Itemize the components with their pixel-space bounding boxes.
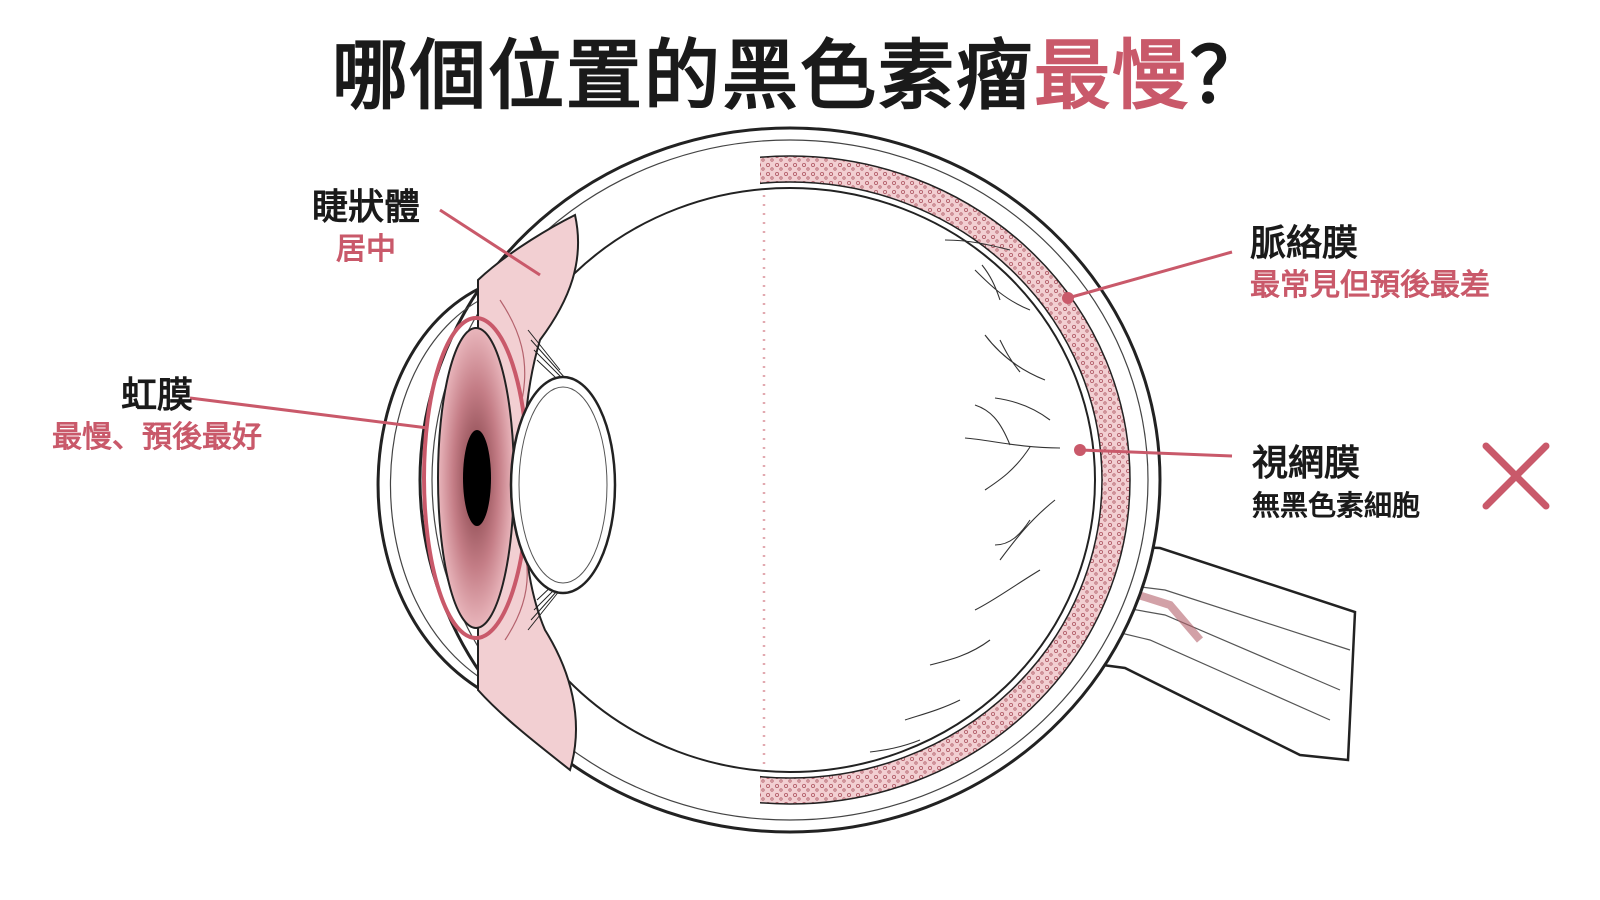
choroid-name: 脈絡膜 — [1250, 223, 1359, 264]
title-suffix: ？ — [1190, 31, 1268, 120]
iris-name: 虹膜 — [120, 375, 193, 416]
cross-mark-icon — [1482, 442, 1550, 510]
retinal-vessels — [869, 239, 1061, 753]
label-ciliary-body: 睫狀體 居中 — [296, 186, 436, 270]
title-main: 哪個位置的黑色素瘤 — [332, 31, 1034, 120]
ciliary-name: 睫狀體 — [311, 187, 420, 228]
choroid-note: 最常見但預後最差 — [1250, 268, 1490, 303]
lens — [509, 375, 617, 595]
label-choroid: 脈絡膜 最常見但預後最差 — [1250, 222, 1490, 306]
iris-note: 最慢、預後最好 — [52, 420, 262, 455]
retina-name: 視網膜 — [1252, 443, 1361, 484]
leader-lines — [189, 208, 1233, 458]
label-retina: 視網膜 無黑色素細胞 — [1252, 442, 1420, 526]
cornea — [376, 278, 501, 702]
retina-note: 無黑色素細胞 — [1252, 489, 1421, 522]
title-highlight: 最慢 — [1034, 31, 1190, 120]
ciliary-note: 居中 — [336, 232, 396, 267]
label-iris: 虹膜 最慢、預後最好 — [24, 374, 290, 458]
iris — [437, 327, 515, 629]
page-title: 哪個位置的黑色素瘤最慢？ — [0, 14, 1600, 124]
